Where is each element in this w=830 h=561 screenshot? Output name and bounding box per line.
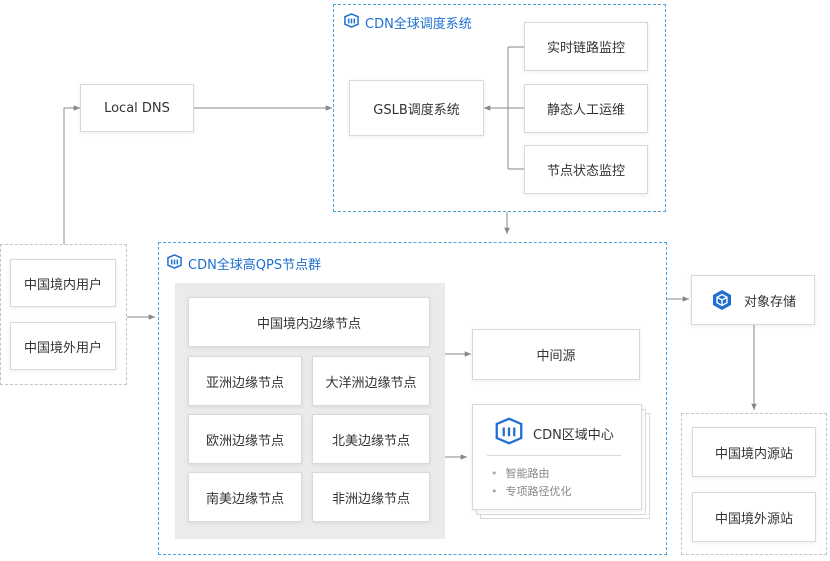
overseas-origin-box: 中国境外源站 [692, 492, 816, 542]
region-center-item-routing: 智能路由 [491, 465, 550, 481]
dispatch-system-group [333, 4, 666, 212]
region-center-card: CDN区域中心 智能路由 专项路径优化 [472, 404, 642, 510]
cdn-logo-icon [344, 13, 359, 32]
edge-node-oceania: 大洋洲边缘节点 [312, 356, 430, 406]
node-cluster-group [158, 242, 667, 555]
users-group [0, 244, 127, 385]
local-dns-box: Local DNS [80, 84, 194, 132]
cube-icon [710, 288, 734, 312]
dispatch-system-title: CDN全球调度系统 [344, 13, 472, 32]
edge-node-north-america: 北美边缘节点 [312, 414, 430, 464]
arrow-users-to-dns [63, 105, 80, 244]
cdn-logo-icon [495, 417, 523, 449]
edge-node-domestic: 中国境内边缘节点 [188, 297, 430, 347]
domestic-users-box: 中国境内用户 [10, 259, 116, 307]
object-storage-box: 对象存储 [691, 275, 815, 325]
region-center-item-path-opt: 专项路径优化 [491, 483, 572, 499]
region-center-header: CDN区域中心 [495, 417, 614, 449]
edge-node-south-america: 南美边缘节点 [188, 472, 302, 522]
cdn-logo-icon [167, 254, 182, 273]
node-cluster-title: CDN全球高QPS节点群 [167, 254, 321, 273]
edge-node-asia: 亚洲边缘节点 [188, 356, 302, 406]
monitor-node-status: 节点状态监控 [524, 145, 648, 194]
origins-group [681, 413, 827, 555]
edge-node-europe: 欧洲边缘节点 [188, 414, 302, 464]
edge-node-africa: 非洲边缘节点 [312, 472, 430, 522]
domestic-origin-box: 中国境内源站 [692, 427, 816, 477]
overseas-users-box: 中国境外用户 [10, 322, 116, 370]
gslb-box: GSLB调度系统 [349, 80, 484, 136]
monitor-realtime-link: 实时链路监控 [524, 22, 648, 71]
middle-source-box: 中间源 [472, 329, 640, 380]
monitor-manual-ops: 静态人工运维 [524, 84, 648, 133]
region-center-title: CDN区域中心 [533, 427, 614, 443]
region-center-divider [487, 455, 621, 456]
